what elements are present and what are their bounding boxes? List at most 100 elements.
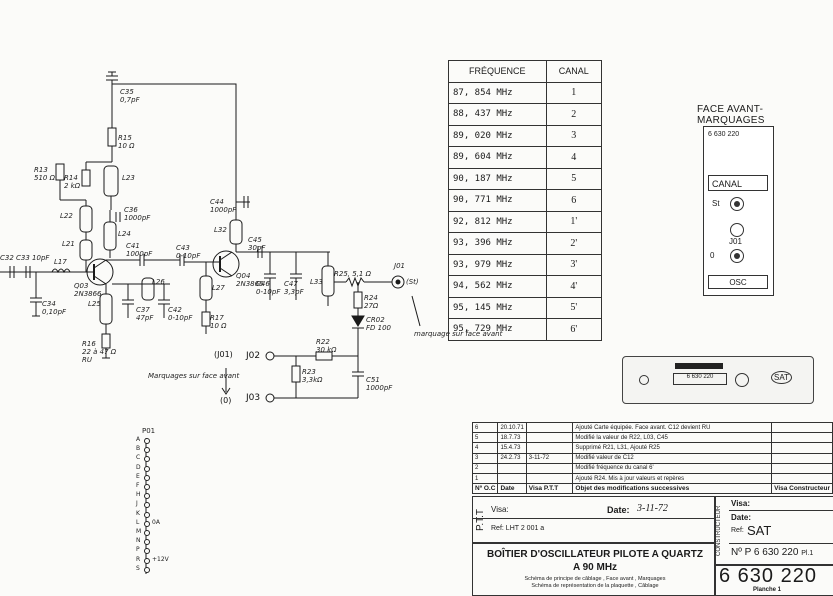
ptt-label: P.T.T — [475, 508, 486, 532]
l23-label: L23 — [122, 174, 135, 182]
modification-n: 4 — [471, 442, 499, 454]
canal-cell: 1' — [545, 210, 603, 233]
p01-pin-label: H — [136, 491, 141, 499]
j01-panel-label: J01 — [729, 237, 742, 246]
modification-sig — [771, 472, 833, 485]
l22-coil — [79, 205, 93, 233]
p01-pin — [144, 566, 150, 573]
l22-label: L22 — [60, 212, 73, 220]
modification-visa — [525, 442, 574, 454]
j01-jack[interactable] — [730, 223, 744, 237]
freq-header: FRÉQUENCE — [448, 60, 547, 83]
frequency-cell: 94, 562 MHz — [448, 275, 547, 298]
panel-part-no: 6 630 220 — [708, 131, 740, 138]
l26-label: L26 — [152, 278, 165, 286]
canal-cell: 3' — [545, 253, 603, 276]
canal-cell: 1 — [545, 81, 603, 104]
p01-pin — [144, 484, 150, 490]
zero-jack[interactable] — [730, 249, 744, 263]
modification-text: Ajouté R24. Mis à jour valeurs et repère… — [572, 472, 773, 485]
q04-transistor — [212, 250, 240, 278]
l21-label: L21 — [62, 240, 75, 248]
ref2-value: SAT — [747, 523, 772, 538]
ref2-label: Ref: — [731, 527, 744, 534]
modification-date: 15.4.73 — [497, 442, 527, 454]
modification-date — [497, 472, 527, 485]
p01-pin-signal: +12V — [152, 555, 169, 563]
st-label: St — [712, 199, 720, 208]
canal-cell: 2 — [545, 103, 603, 126]
frequency-cell: 92, 812 MHz — [448, 210, 547, 233]
zero-panel-label: 0 — [710, 251, 715, 260]
p01-pin — [144, 447, 150, 454]
face-avant-title: FACE AVANT- MARQUAGES — [697, 104, 765, 126]
modification-text: Modifié fréquence du canal 6' — [572, 462, 773, 474]
modification-date — [497, 462, 527, 474]
ref-value: LHT 2 001 a — [505, 525, 545, 532]
mod-head-date: Date — [497, 483, 527, 495]
l32-coil — [229, 219, 243, 245]
frequency-cell: 93, 396 MHz — [448, 232, 547, 255]
l27-coil — [199, 275, 213, 301]
canal-cell: 4 — [545, 146, 603, 169]
supply-rail — [111, 80, 237, 220]
j01-label: J01 — [394, 262, 405, 270]
frequency-cell: 89, 604 MHz — [448, 146, 547, 169]
pl-value: Pl.1 — [801, 550, 814, 557]
housing-side-view: 6 630 220 SAT — [622, 356, 814, 404]
side-view-label: 6 630 220 — [673, 373, 727, 385]
side-view-jack-icon — [735, 373, 749, 387]
modification-date: 20.10.71 — [497, 421, 527, 434]
modification-visa — [525, 472, 574, 485]
modification-visa — [525, 462, 574, 474]
number-block: 6 630 220 Planche 1 — [714, 564, 833, 596]
modification-n: 3 — [471, 452, 499, 464]
l17-coil — [51, 268, 71, 274]
marquages-note: Marquages sur face avant — [148, 372, 240, 380]
l23-coil — [103, 165, 119, 197]
date2-label: Date: — [731, 513, 752, 522]
p01-pin — [144, 520, 150, 527]
subtitle-line-2: Schéma de représentation de la plaquette… — [531, 583, 659, 589]
canal-cell: 5 — [545, 167, 603, 190]
l25-label: L25 — [88, 300, 101, 308]
mod-head-n: Nº O.C — [471, 483, 499, 495]
canal-cell: 4' — [545, 275, 603, 298]
canal-cell: 3 — [545, 124, 603, 147]
constructeur-block: CONSTRUCTEUR Visa: Date: Ref: SAT Nº P 6… — [714, 496, 833, 566]
p01-pin — [144, 511, 150, 518]
title-box: BOÎTIER D'OSCILLATEUR PILOTE A QUARTZ A … — [472, 542, 716, 596]
modifications-header: Nº O.C Date Visa P.T.T Objet des modific… — [471, 483, 833, 495]
ptt-block: P.T.T Visa: Date: 3-11-72 Ref: LHT 2 001… — [472, 496, 716, 544]
modification-text: Modifié valeur de C12 — [572, 452, 773, 464]
l33-coil — [321, 265, 335, 297]
j01-st-label: (St) — [406, 278, 419, 286]
frequency-cell: 87, 854 MHz — [448, 81, 547, 104]
l17-label: L17 — [54, 258, 67, 266]
st-jack[interactable] — [730, 197, 744, 211]
p01-pin-label: L — [136, 518, 140, 526]
modification-sig — [771, 432, 833, 444]
mod-head-objet: Objet des modifications successives — [572, 483, 773, 495]
canal-cell: 2' — [545, 232, 603, 255]
